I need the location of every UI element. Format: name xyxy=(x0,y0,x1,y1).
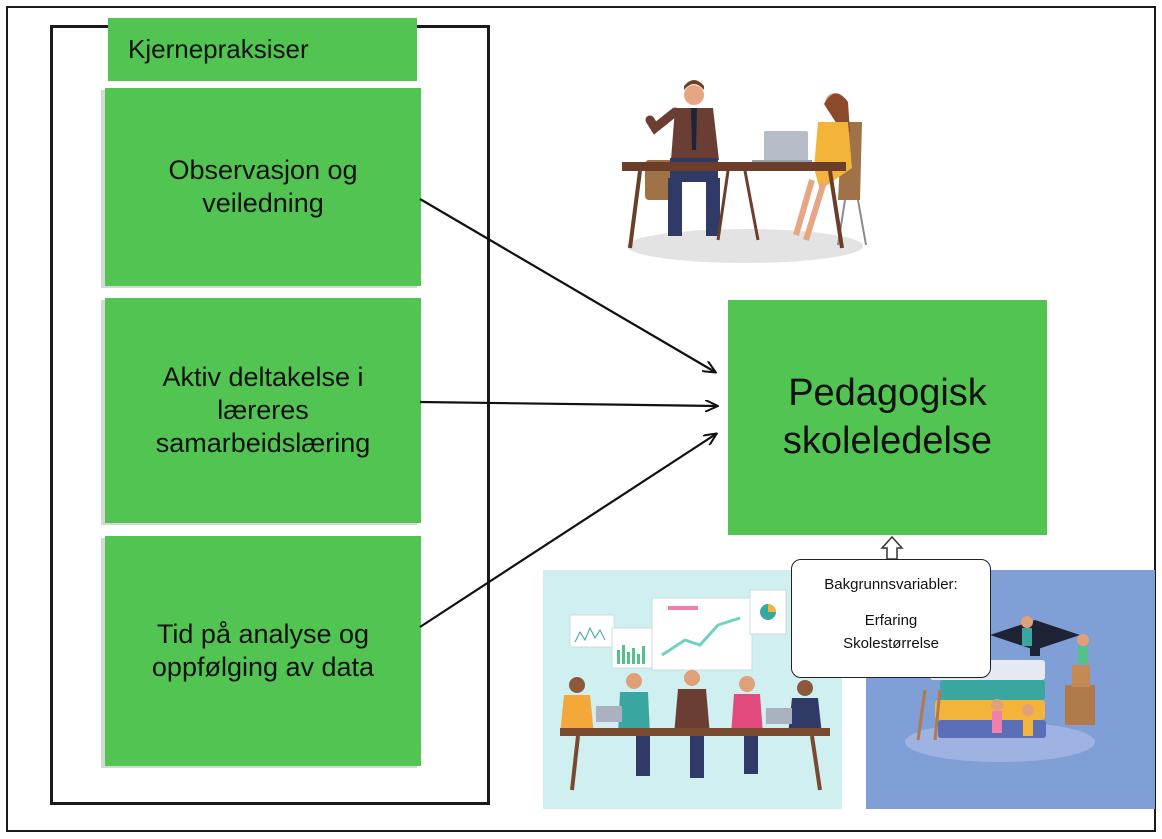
target-line: Pedagogisk xyxy=(788,372,987,414)
arrow-collaboration-to-leadership xyxy=(419,402,717,406)
practice-data-analysis-box: Tid på analyse og oppfølging av data xyxy=(105,536,421,766)
background-variable-item: Skolestørrelse xyxy=(843,635,939,652)
practice-line: Tid på analyse og xyxy=(156,619,370,650)
background-variables-box: Bakgrunnsvariabler: Erfaring Skolestørre… xyxy=(791,559,991,678)
practice-line: Aktiv deltakelse i xyxy=(162,362,364,393)
background-variables-title: Bakgrunnsvariabler: xyxy=(824,576,958,593)
practice-line: veiledning xyxy=(202,188,324,218)
core-practices-title: Kjernepraksiser xyxy=(108,18,417,81)
meeting-illustration xyxy=(622,80,867,263)
core-practices-title-text: Kjernepraksiser xyxy=(128,34,309,64)
background-arrow-icon xyxy=(880,535,904,560)
practice-collaboration-box: Aktiv deltakelse i læreres samarbeidslær… xyxy=(105,298,421,523)
target-line: skoleledelse xyxy=(782,419,993,462)
background-variable-item: Erfaring xyxy=(864,612,918,629)
practice-observation-box: Observasjon og veiledning xyxy=(105,88,421,286)
pedagogical-leadership-box: Pedagogisk skoleledelse xyxy=(728,300,1047,535)
education-books-illustration xyxy=(866,570,1155,809)
arrow-data-to-leadership xyxy=(419,434,716,628)
practice-line: Observasjon og xyxy=(168,155,358,186)
practice-line: læreres xyxy=(217,395,309,426)
practice-line: oppfølging av data xyxy=(151,652,375,682)
arrow-observation-to-leadership xyxy=(419,198,715,372)
practice-line: samarbeidslæring xyxy=(155,427,371,458)
